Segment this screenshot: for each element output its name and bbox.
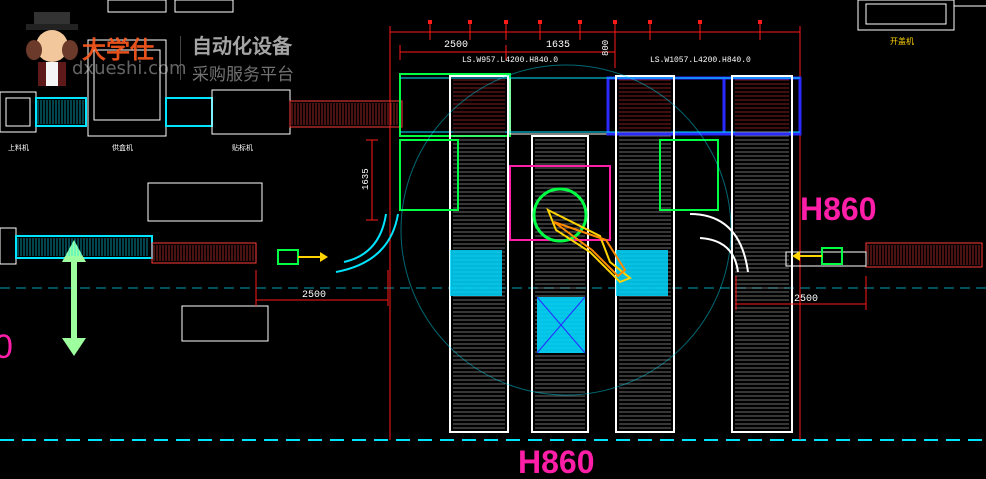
dim-top-vertical: 800: [601, 40, 611, 56]
brand-en: dxueshi.com: [72, 58, 187, 79]
height-label-left: 0: [0, 328, 13, 366]
mascot-icon: [26, 12, 78, 86]
watermark-divider: [180, 36, 181, 80]
conveyor-right: [785, 242, 983, 268]
top-transfer-zone: [399, 73, 802, 137]
top-right-caption: 开盖机: [890, 36, 914, 46]
dim-side-vertical: 1635: [361, 168, 371, 190]
conveyor-column: [615, 75, 675, 433]
spec-label-left: LS.W957.L4200.H840.0: [462, 56, 558, 65]
dim-bottom-right: 2500: [794, 294, 818, 305]
tagline-top: 自动化设备: [192, 34, 292, 58]
height-label-bottom: H860: [518, 444, 595, 479]
pusher-left: [277, 249, 328, 265]
left-caption-1: 上料机: [8, 143, 29, 152]
brand-cn: 大学仕: [82, 36, 154, 64]
outline-box: [174, 0, 234, 13]
left-machine: [0, 39, 291, 137]
dim-top-mid: 1635: [546, 40, 570, 51]
grid-markers: [428, 20, 762, 40]
cyan-blocks: [450, 250, 668, 354]
dim-top-left: 2500: [444, 40, 468, 51]
conveyor-column: [731, 75, 793, 433]
pusher-right: [792, 247, 843, 265]
curved-chute-left: [335, 213, 399, 273]
move-arrow-icon: [62, 240, 86, 356]
tagline-bottom: 采购服务平台: [192, 65, 294, 85]
dimension-bottom: [255, 270, 867, 310]
outline-box: [181, 305, 269, 342]
dim-bottom-left: 2500: [302, 290, 326, 301]
roller-lines: [17, 100, 980, 265]
top-right-machine: [857, 0, 986, 31]
lift-zones: [399, 139, 719, 211]
left-caption-3: 贴标机: [232, 143, 253, 152]
left-caption-2: 供盒机: [112, 143, 133, 152]
outline-box: [147, 182, 263, 222]
conveyor-upper-left: [289, 100, 403, 128]
height-label-right: H860: [800, 191, 877, 227]
outline-box: [107, 0, 167, 13]
curved-conveyor-right: [689, 213, 749, 273]
watermark: 大学仕 dxueshi.com 自动化设备 采购服务平台: [0, 0, 320, 90]
spec-label-right: LS.W1057.L4200.H840.0: [650, 56, 751, 65]
conveyor-column: [531, 135, 589, 433]
conveyor-mid-left: [0, 227, 257, 265]
